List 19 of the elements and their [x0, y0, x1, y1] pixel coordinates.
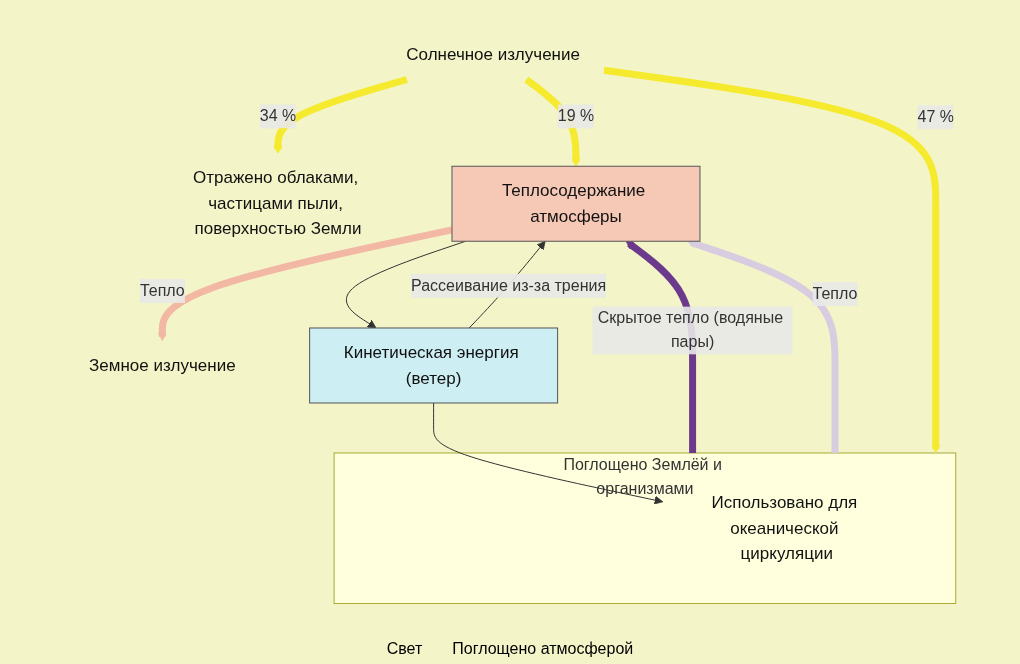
- edge-label: Рассеивание из-за трения: [410, 277, 606, 295]
- node-text: Солнечное излучение: [405, 45, 580, 65]
- node-text: Земное излучение: [88, 355, 236, 375]
- edge-label: Скрытое тепло (водяные пары): [597, 309, 783, 351]
- arrow: [273, 76, 408, 155]
- edge-label: 34 %: [259, 107, 296, 125]
- arrow: [157, 226, 453, 342]
- edge-label: Тепло: [139, 282, 185, 300]
- note-text: Свет: [386, 640, 423, 658]
- node-box: Теплосодержание атмосферы: [451, 166, 701, 242]
- node-text: Отражено облаками, частицами пыли, поверхностью Земли: [192, 168, 362, 239]
- arrow: [432, 402, 663, 505]
- edge-label: 47 %: [917, 108, 954, 126]
- node-box: Кинетическая энергия (ветер): [308, 327, 558, 404]
- note-text: Поглощено атмосферой: [452, 640, 634, 658]
- edge-label: Тепло: [812, 285, 858, 303]
- node-text: Использовано для океанической циркуляции: [711, 493, 857, 564]
- arrow: [686, 239, 839, 454]
- edge-label: 19 %: [557, 107, 594, 125]
